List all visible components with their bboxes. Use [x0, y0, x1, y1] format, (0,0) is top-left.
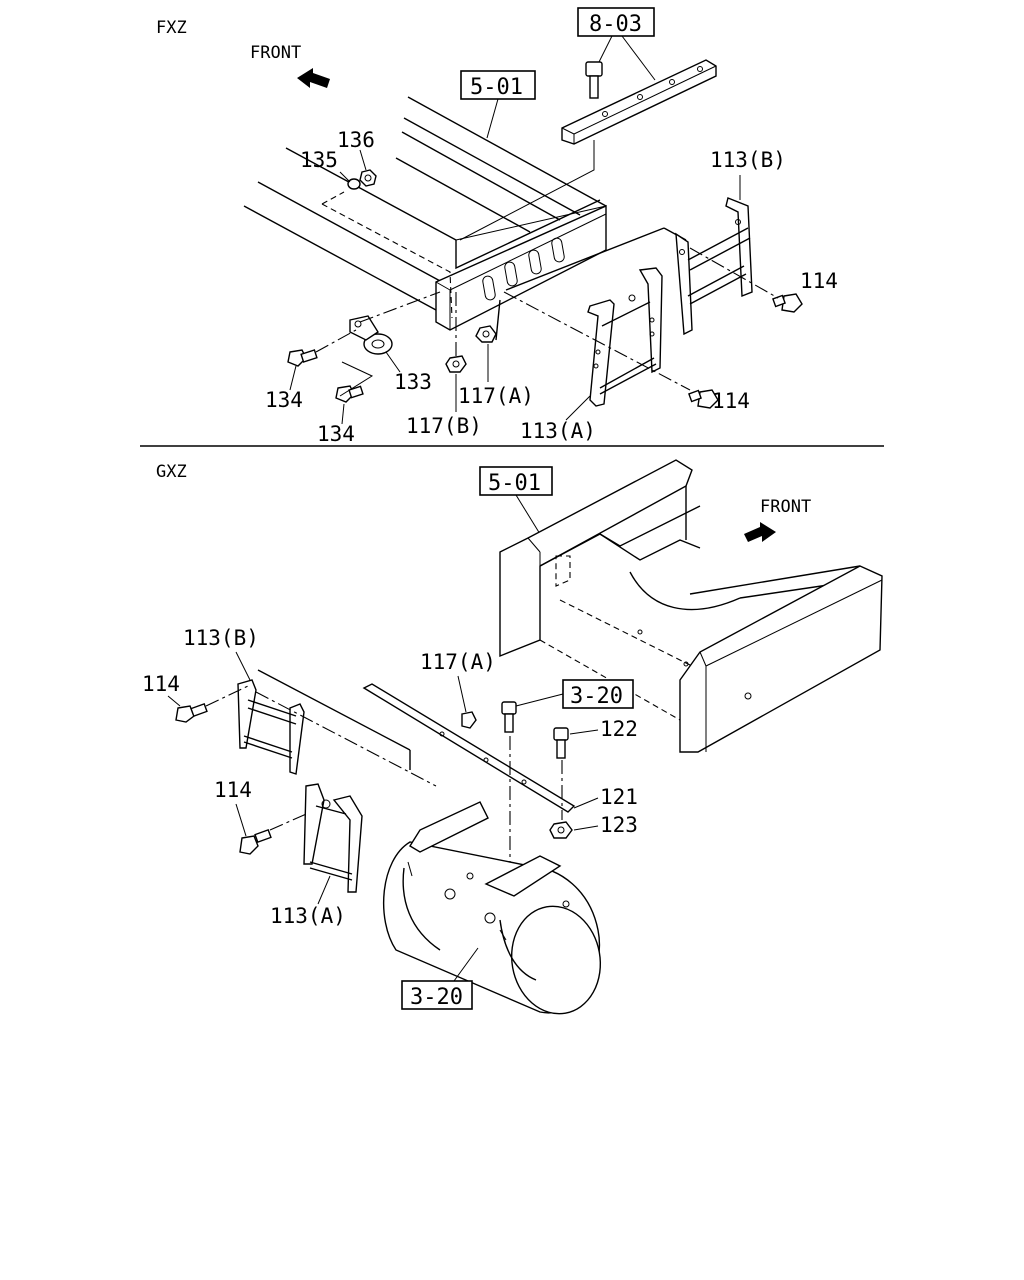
bolt-3-20	[501, 701, 517, 733]
gxz-section: GXZ FRONT 5-01	[142, 459, 883, 1015]
label-113a-bottom: 113(A)	[270, 904, 346, 928]
section-label-fxz: FXZ	[156, 18, 187, 38]
label-113b-bottom: 113(B)	[183, 626, 259, 650]
bolt-134-a	[287, 349, 318, 367]
bar-121	[362, 683, 576, 813]
ref-8-03-text: 8-03	[589, 12, 642, 37]
section-label-gxz: GXZ	[156, 462, 187, 482]
bracket-113b-top	[675, 197, 753, 336]
nut-123	[549, 821, 573, 839]
front-label-top: FRONT	[250, 43, 301, 63]
front-arrow-icon	[297, 68, 330, 88]
front-label-bottom: FRONT	[760, 497, 811, 517]
ref-box-3-20-lower[interactable]: 3-20	[401, 980, 473, 1010]
label-135-top: 135	[300, 148, 338, 172]
bolt-134-b	[335, 385, 364, 403]
cross-member-top	[455, 199, 687, 341]
label-117a-top: 117(A)	[458, 384, 534, 408]
label-133: 133	[394, 370, 432, 394]
label-114-top-lower: 114	[712, 389, 750, 413]
front-arrow-icon-bottom	[744, 522, 776, 542]
nut-117a-bottom	[461, 711, 477, 729]
label-113b-top: 113(B)	[710, 148, 786, 172]
tank-3-20	[382, 801, 602, 1015]
label-136-top: 136	[337, 128, 375, 152]
ref-3-20-upper-text: 3-20	[570, 684, 623, 709]
bracket-8-03	[561, 59, 717, 145]
bolt-114-top-lower	[688, 389, 719, 409]
washer-135	[347, 178, 361, 190]
ref-box-5-01-bottom[interactable]: 5-01	[479, 466, 553, 496]
ref-box-3-20-upper[interactable]: 3-20	[562, 679, 634, 709]
ref-box-8-03[interactable]: 8-03	[577, 7, 655, 37]
ref-box-5-01-top[interactable]: 5-01	[460, 70, 536, 100]
bolt-114-bottom-upper	[175, 702, 208, 723]
ref-3-20-lower-text: 3-20	[410, 985, 463, 1010]
bolt-114-bottom-lower	[239, 828, 272, 855]
ref-5-01-top-text: 5-01	[470, 75, 523, 100]
label-121: 121	[600, 785, 638, 809]
nut-136	[359, 169, 377, 187]
frame-rail-top	[243, 96, 607, 331]
label-134-a: 134	[265, 388, 303, 412]
ref-5-01-bottom-text: 5-01	[488, 471, 541, 496]
fxz-section: FXZ FRONT 8-03 5-01	[156, 7, 838, 446]
label-113a-top: 113(A)	[520, 419, 596, 443]
label-117b-top: 117(B)	[406, 414, 482, 438]
bolt-8-03	[585, 61, 603, 99]
bracket-113b-bottom	[237, 679, 305, 775]
frame-rail-bottom	[499, 459, 883, 753]
label-114-bottom-upper: 114	[142, 672, 180, 696]
nut-117b-top	[445, 355, 467, 373]
bolt-122	[553, 727, 569, 759]
label-117a-bottom: 117(A)	[420, 650, 496, 674]
bracket-113a-bottom	[303, 783, 363, 893]
tow-hook-133	[349, 315, 393, 355]
bracket-113a-top	[587, 267, 663, 407]
label-134-b: 134	[317, 422, 355, 446]
label-114-bottom-lower: 114	[214, 778, 252, 802]
label-123: 123	[600, 813, 638, 837]
label-122: 122	[600, 717, 638, 741]
label-114-top-right: 114	[800, 269, 838, 293]
bolt-114-top-right	[772, 293, 803, 313]
nut-117a-top	[475, 325, 497, 343]
